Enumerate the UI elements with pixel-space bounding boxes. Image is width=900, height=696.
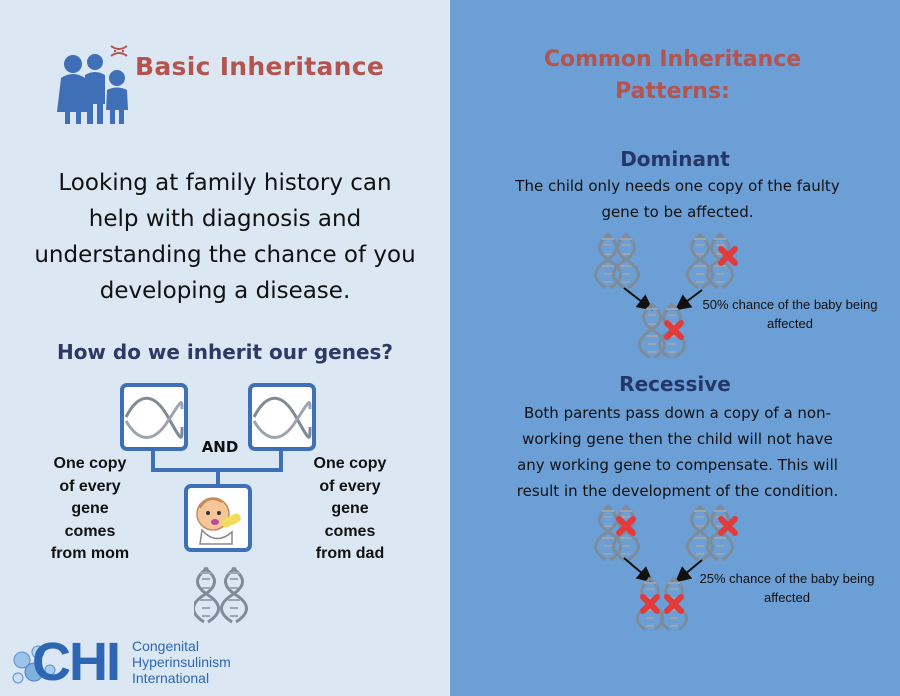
description-line: working gene then the child will not hav… xyxy=(522,430,833,448)
connector-child xyxy=(216,468,220,486)
recessive-description: Both parents pass down a copy of a non- … xyxy=(490,400,865,504)
dna-icon xyxy=(124,396,184,439)
intro-paragraph: Looking at family history can help with … xyxy=(34,170,416,304)
description-line: gene to be affected. xyxy=(601,203,754,221)
dad-text-line: comes xyxy=(324,522,376,540)
dad-text-line: from dad xyxy=(315,545,385,562)
description-line: Both parents pass down a copy of a non- xyxy=(523,404,832,422)
logo-name-line: Hyperinsulinism xyxy=(132,654,231,670)
chance-line: affected xyxy=(763,590,811,605)
inherit-question: How do we inherit our genes? xyxy=(56,340,394,364)
basic-inheritance-title: Basic Inheritance xyxy=(135,52,385,81)
description-line: The child only needs one copy of the fau… xyxy=(515,177,840,195)
dad-gene-box xyxy=(248,383,316,451)
baby-box xyxy=(184,484,252,552)
child-dna-pair-icon xyxy=(194,566,248,624)
mom-text-line: One copy xyxy=(53,455,127,472)
and-label: AND xyxy=(201,438,239,456)
mom-gene-box xyxy=(120,383,188,451)
title-line: Common Inheritance xyxy=(543,47,802,72)
left-panel: Basic Inheritance Looking at family hist… xyxy=(0,0,450,696)
title-line: Patterns: xyxy=(615,79,730,104)
molecule-logo-icon xyxy=(12,645,56,684)
dominant-chance-text: 50% chance of the baby being affected xyxy=(690,295,890,333)
chi-logo-abbr: CHI xyxy=(32,632,121,692)
dad-text-line: gene xyxy=(331,500,369,517)
dominant-description: The child only needs one copy of the fau… xyxy=(505,173,850,225)
connector-dad xyxy=(279,448,283,472)
mom-text: One copy of every gene comes from mom xyxy=(40,453,140,566)
dad-text: One copy of every gene comes from dad xyxy=(298,453,402,566)
chance-line: affected xyxy=(766,316,814,331)
dominant-heading: Dominant xyxy=(620,147,730,171)
logo-name-line: International xyxy=(132,670,210,686)
description-line: any working gene to compensate. This wil… xyxy=(517,456,838,474)
dad-text-line: of every xyxy=(319,477,381,495)
mom-text-line: comes xyxy=(64,522,116,540)
chi-logo-name: Congenital Hyperinsulinism International xyxy=(132,638,231,686)
mom-text-line: from mom xyxy=(50,545,130,562)
recessive-diagram xyxy=(594,504,760,630)
logo-name-line: Congenital xyxy=(132,638,199,654)
recessive-chance-text: 25% chance of the baby being affected xyxy=(682,569,892,607)
chance-line: 50% chance of the baby being xyxy=(702,297,878,312)
chance-line: 25% chance of the baby being xyxy=(699,571,875,586)
recessive-heading: Recessive xyxy=(619,372,731,396)
dna-icon xyxy=(252,396,312,439)
dad-text-line: One copy xyxy=(313,455,387,472)
connector-mom xyxy=(151,448,155,472)
mom-text-line: of every xyxy=(59,477,121,495)
family-icon xyxy=(57,45,128,124)
dominant-diagram xyxy=(594,232,760,358)
mom-text-line: gene xyxy=(71,500,109,517)
inheritance-patterns-title: Common Inheritance Patterns: xyxy=(510,44,835,108)
baby-icon xyxy=(196,497,241,545)
description-line: result in the development of the conditi… xyxy=(516,482,839,500)
